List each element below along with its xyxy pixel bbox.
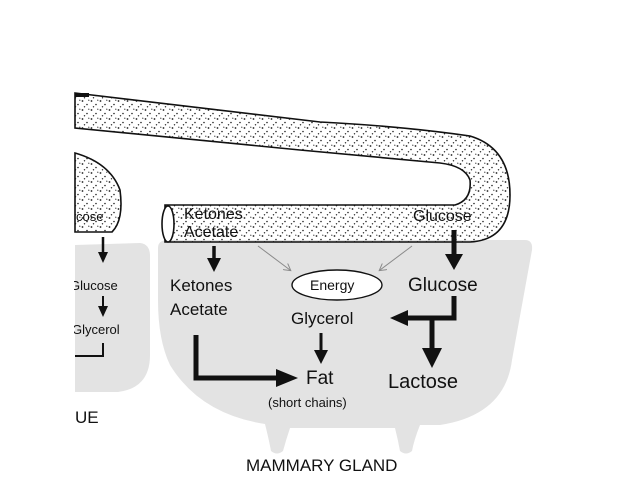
left-arrow-1-head bbox=[98, 252, 108, 263]
left-label-glucose: Glucose bbox=[70, 278, 118, 293]
left-tube-label-glucose-fragment: cose bbox=[76, 209, 104, 224]
left-tissue-body bbox=[75, 243, 150, 392]
arrow-acetate-to-energy bbox=[257, 245, 290, 270]
arrow-acetate-fat bbox=[193, 335, 278, 381]
mammary-gland-body bbox=[158, 240, 533, 454]
left-arrow-2-head bbox=[98, 306, 108, 317]
label-glycerol: Glycerol bbox=[291, 309, 354, 328]
arrow-glucose-to-energy bbox=[380, 245, 413, 270]
tube-label-acetate: Acetate bbox=[184, 224, 239, 241]
arrow-lactose-head bbox=[422, 348, 442, 368]
energy-oval bbox=[291, 269, 383, 301]
label-glucose: Glucose bbox=[408, 275, 478, 296]
arrow-glycerol-fat-head bbox=[314, 350, 328, 364]
label-lactose: Lactose bbox=[388, 371, 459, 393]
tube-label-ketones: Ketones bbox=[184, 206, 243, 223]
label-fat: Fat bbox=[306, 368, 334, 389]
arrow-glycerol-head bbox=[390, 310, 408, 326]
label-energy: Energy bbox=[310, 277, 355, 293]
left-label-glycerol: Glycerol bbox=[72, 322, 120, 337]
left-arrow-3 bbox=[75, 343, 104, 357]
arrow-glucose-down-head bbox=[445, 254, 463, 270]
left-edge-mask bbox=[0, 0, 74, 478]
title-mammary-gland: MAMMARY GLAND bbox=[246, 456, 398, 475]
left-tube-fragment bbox=[74, 151, 122, 233]
tube-entry-mark bbox=[75, 93, 89, 97]
label-ketones: Ketones bbox=[170, 276, 233, 295]
arrow-ketones-down-head bbox=[207, 258, 221, 272]
arrow-glucose-branch bbox=[405, 296, 457, 321]
tube-label-glucose: Glucose bbox=[413, 208, 472, 225]
label-fat-note: (short chains) bbox=[268, 395, 347, 410]
blood-vessel-tube bbox=[74, 92, 511, 243]
tube-opening bbox=[161, 205, 175, 243]
left-title-fragment: UE bbox=[75, 408, 99, 427]
label-acetate: Acetate bbox=[170, 300, 228, 319]
arrow-acetate-fat-head bbox=[276, 369, 298, 387]
